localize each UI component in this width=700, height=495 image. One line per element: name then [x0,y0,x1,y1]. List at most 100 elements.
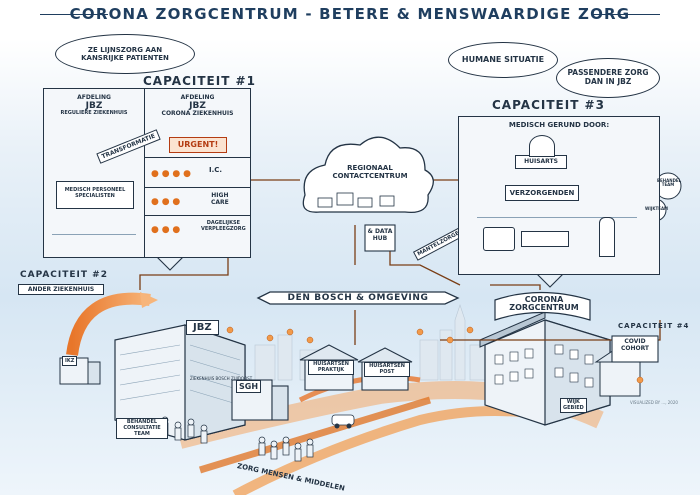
right-afdeling: AFDELING [180,94,215,101]
right-jbz: JBZ [189,100,206,111]
cloud-line-2: CONTACTCENTRUM [332,171,408,180]
capacity-3-label: CAPACITEIT #3 [492,98,605,112]
zorgcentrum-label: CORONA ZORGCENTRUM [500,295,588,313]
bc-3: TEAM [134,430,150,437]
right-corona: CORONA ZIEKENHUIS [161,110,234,118]
divider-2 [145,187,250,188]
doctor-figure [529,135,555,157]
care-room-floor [477,217,637,258]
hpost-2: POST [379,368,395,375]
bed-figure [521,231,569,247]
left-afdeling: AFDELING [77,94,111,101]
title-rule-left [40,14,108,15]
contact-center-cloud [302,136,434,214]
left-jbz: JBZ [85,100,103,111]
bed-row [52,234,136,249]
cc-1: COVID [624,338,646,345]
bubble-pass-2: DAN IN JBZ [584,77,632,86]
speech-bubble-ziekenhuis: ZE LIJNSZORG AAN KANSRIJKE PATIENTEN [55,34,195,74]
datahub-label: & DATA HUB [365,228,395,242]
road-orange [198,396,432,474]
jbz-label: JBZ [186,320,219,335]
zbo-label: ZIEKENHUIS BOSCH ZUIDOOST [190,376,253,381]
credit-label: VISUALIZED BY ..., 2020 [630,400,678,405]
speech-bubble-passendere: PASSENDERE ZORG DAN IN JBZ [556,58,660,98]
car-icon [331,414,355,429]
capacity-4-label: CAPACITEIT #4 [618,322,690,330]
dagelijkse-2: VERPLEEGZORG [201,225,246,232]
chair-figure [483,227,515,251]
huisartsen-post-label: HUISARTSEN POST [364,362,410,377]
covid-cohort-card [611,335,659,363]
nurse-figure [599,217,615,257]
huisarts-box: HUISARTS [515,155,567,169]
high-care-2: CARE [211,198,229,206]
sgh-label: SGH [236,380,262,393]
datahub-2: HUB [372,234,388,242]
ander-ziekenhuis-tag: ANDER ZIEKENHUIS [18,284,104,295]
road-lower [232,406,521,495]
bt-2: TEAM [661,182,675,187]
transfer-arc [66,292,151,356]
ic-beds: ● ● ● ● [151,169,191,179]
cc-2: COHORT [620,344,650,352]
title-rule-right [592,14,660,15]
cloud-line-1: REGIONAAL [347,164,393,172]
hp-1: HUISARTSEN [313,361,349,367]
left-regulier: REGULIERE ZIEKENHUIS [60,110,128,117]
dagelijkse-1: DAGELIJKSE [206,220,241,226]
panel-1-left: AFDELING JBZ REGULIERE ZIEKENHUIS MEDISC… [44,89,145,257]
capacity-1-label: CAPACITEIT #1 [143,74,256,88]
orange-markers [226,326,644,384]
divider-3 [145,215,250,216]
people-figures [161,416,314,462]
wijk-gebied-label: WIJK GEBIED [560,398,587,413]
bubble-line-1: ZE LIJNSZORG AAN [87,45,163,54]
capacity-2-label: CAPACITEIT #2 [20,270,108,280]
covid-cohort-label: COVID COHORT [614,338,656,353]
verzorgenden-box: VERZORGENDEN [505,185,579,201]
high-care-1: HIGH [211,192,229,199]
sgh-building [231,379,289,421]
data-hub-box [364,224,396,252]
zc-line-1: CORONA [524,295,564,304]
high-care-label: HIGH CARE [211,192,229,206]
wijkteam-label: WIJKTEAM [645,206,669,211]
bt-1: BEHANDEL [657,178,682,183]
bc-1: BEHANDEL [126,419,158,425]
ic-label: I.C. [209,166,223,174]
datahub-1: & DATA [367,228,393,235]
divider-1 [145,157,250,158]
bubble-pass-1: PASSENDERE ZORG [567,68,649,78]
dagelijkse-label: DAGELIJKSE VERPLEEGZORG [201,220,246,232]
capacity-1-panel: AFDELING JBZ REGULIERE ZIEKENHUIS MEDISC… [43,88,251,258]
den-bosch-label: DEN BOSCH & OMGEVING [287,293,429,303]
bc-2: CONSULTATIE [123,424,161,431]
behandel-consult-label: BEHANDEL CONSULTATIE TEAM [116,418,168,440]
medisch-1: MEDISCH PERSONEEL [64,187,126,193]
medisch-2: SPECIALISTEN [75,192,115,199]
panel-1-right: AFDELING JBZ CORONA ZIEKENHUIS URGENT! I… [145,89,250,257]
capacity-3-panel: MEDISCH GERUND DOOR: HUISARTS VERZORGEND… [458,116,660,275]
wg-1: WIJK [566,399,580,405]
wg-2: GEBIED [563,404,584,411]
hp-2: PRAKTIJK [317,366,345,373]
zc-line-2: ZORGCENTRUM [509,303,579,313]
bubble-humane-text: HUMANE SITUATIE [461,55,545,65]
ikz-label: IKZ [62,356,78,366]
medisch-personeel-box: MEDISCH PERSONEEL SPECIALISTEN [56,181,134,209]
hpost-1: HUISARTSEN [369,363,405,369]
urgent-badge: URGENT! [169,137,227,153]
hc-beds: ● ● ● [151,197,181,207]
bubble-line-2: KANSRIJKE PATIENTEN [81,54,169,62]
dv-beds: ● ● ● [151,225,181,235]
corona-zorgcentrum-building [479,311,611,426]
speech-bubble-humane: HUMANE SITUATIE [448,42,558,78]
zorgcentrum-banner [494,291,591,321]
huisartsen-praktijk-label: HUISARTSEN PRAKTIJK [308,360,354,375]
jbz-building [114,324,246,441]
behandelteam-label: BEHANDEL TEAM [657,178,682,187]
cloud-label: REGIONAAL CONTACTCENTRUM [320,164,420,180]
